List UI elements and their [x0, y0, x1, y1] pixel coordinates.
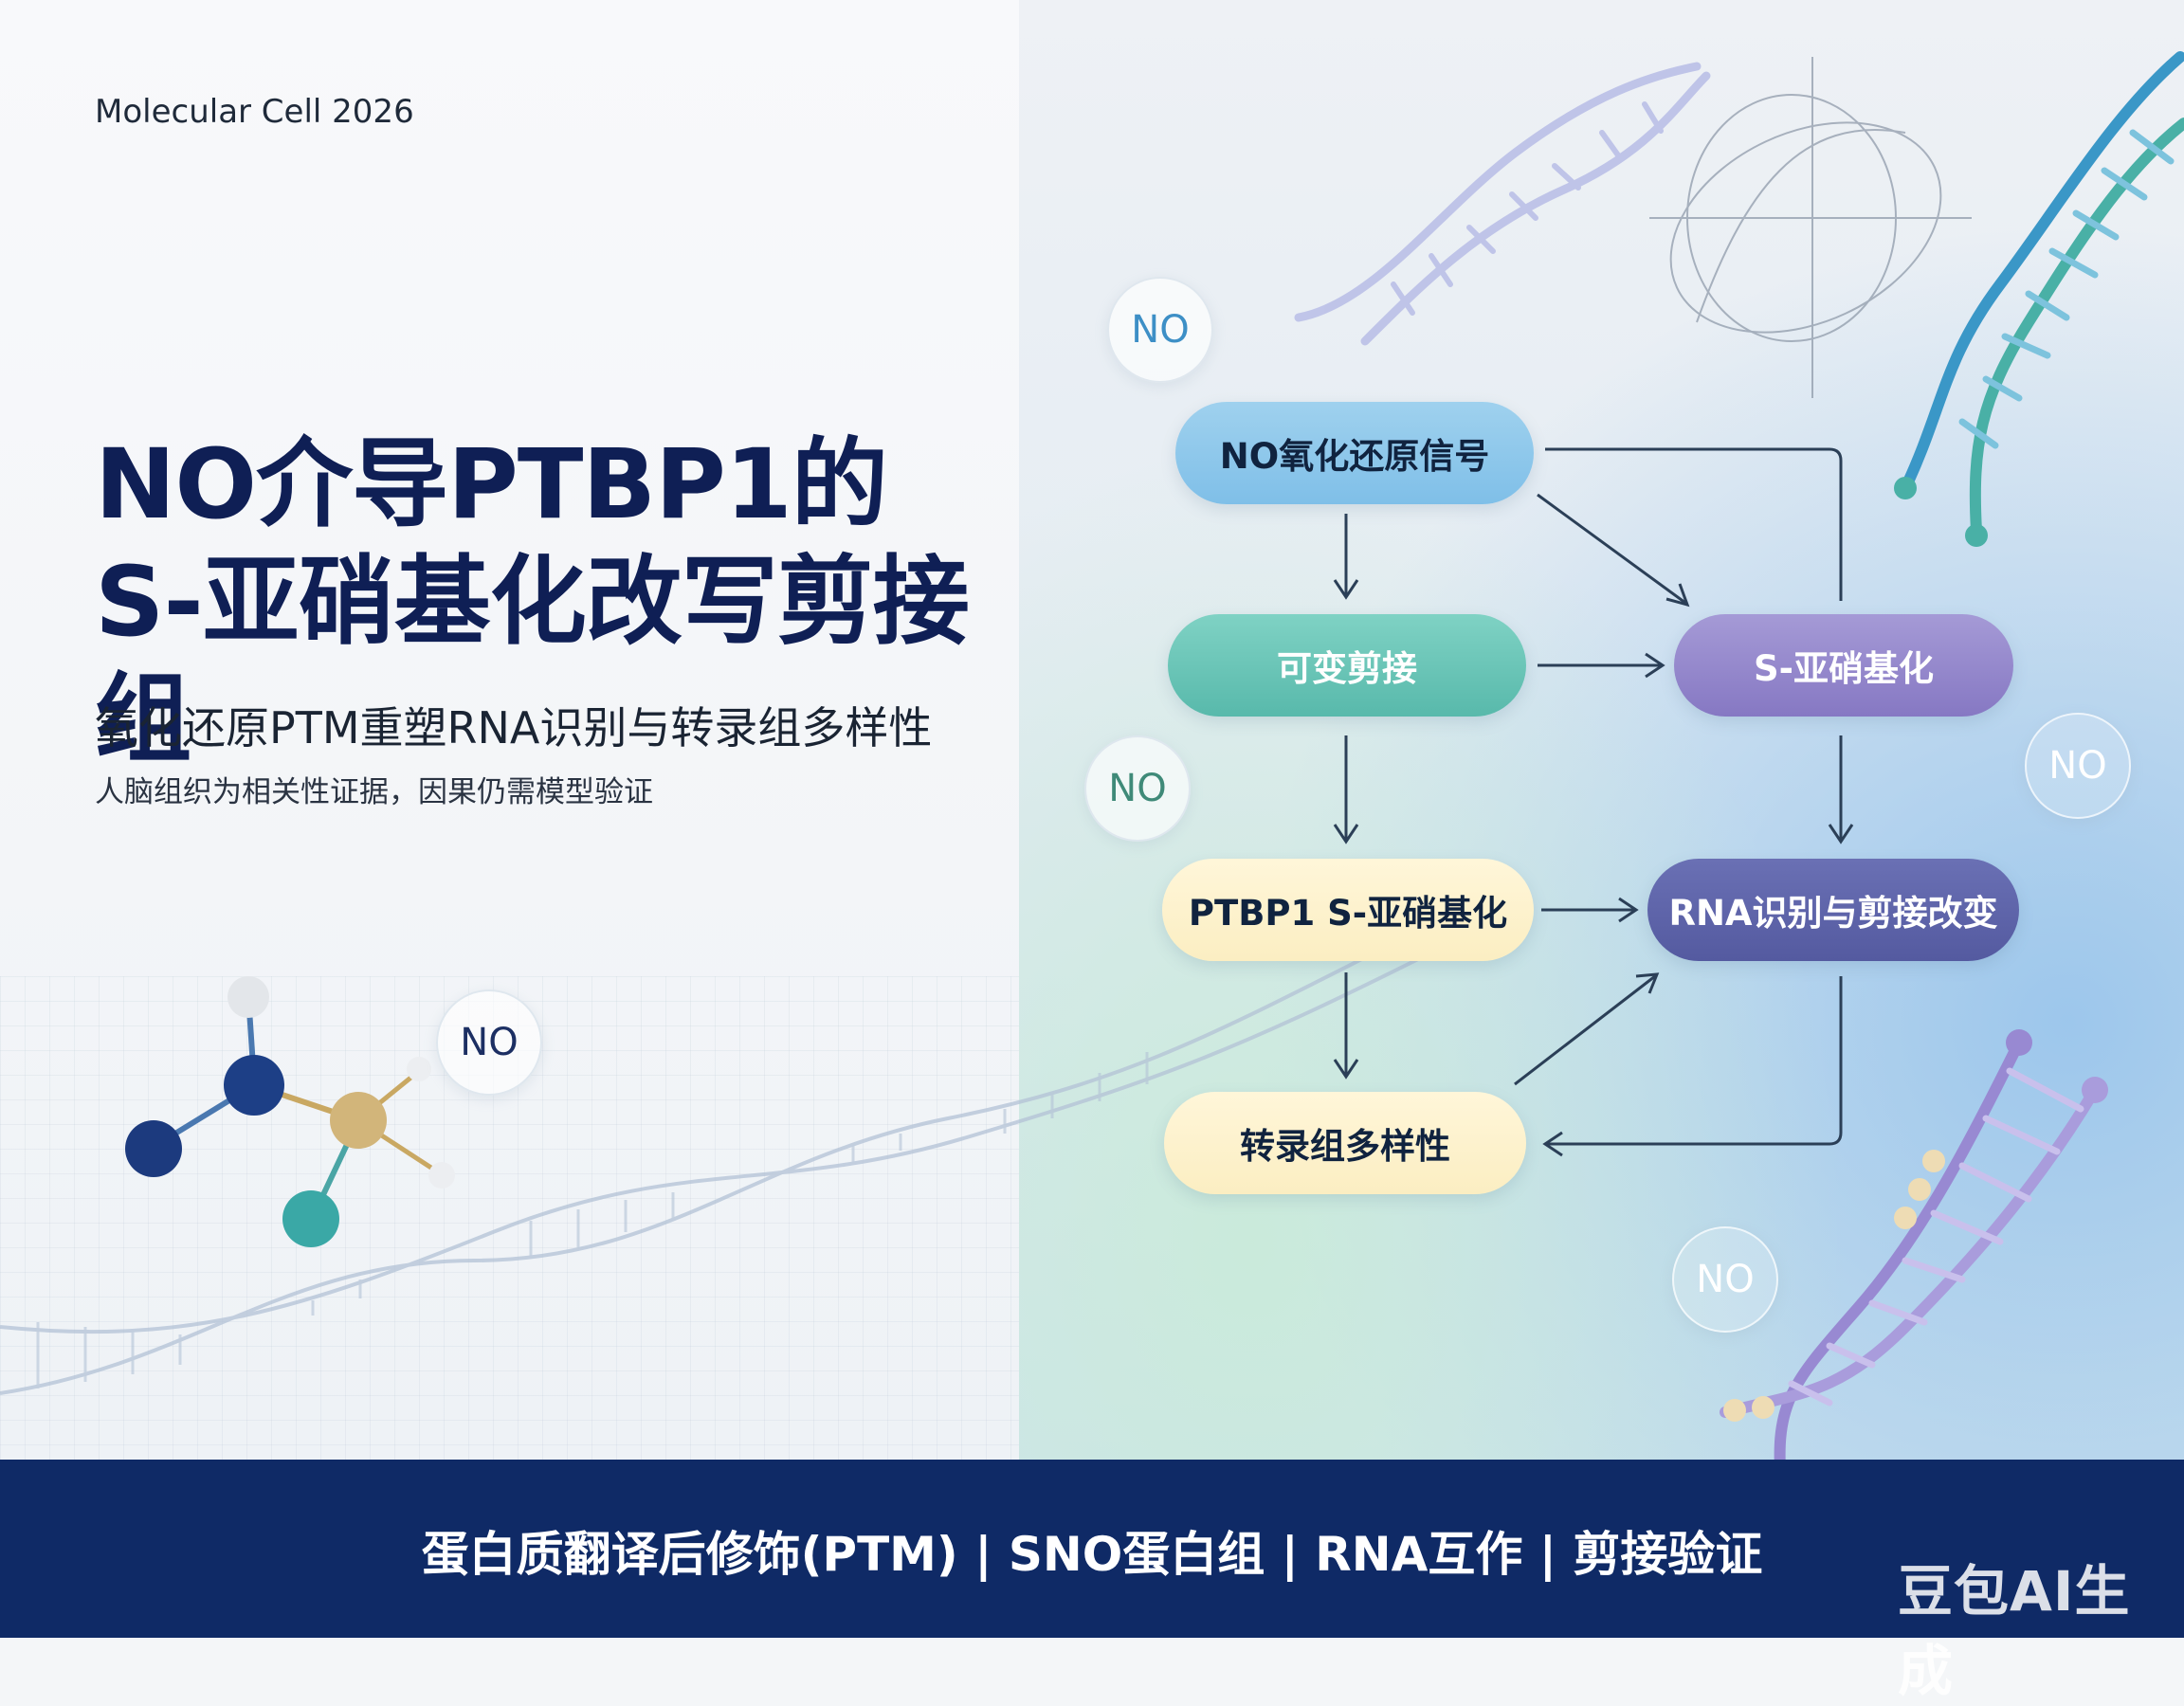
no-bubble: NO: [1107, 277, 1213, 383]
no-bubble: NO: [1084, 735, 1191, 842]
caveat-note: 人脑组织为相关性证据，因果仍需模型验证: [95, 775, 653, 809]
node-transcriptome-diversity: 转录组多样性: [1164, 1092, 1526, 1194]
footer-bar: [0, 1460, 2184, 1638]
node-rna-recognition-splicing-change: RNA识别与剪接改变: [1647, 859, 2019, 961]
subtitle: 氧化还原PTM重塑RNA识别与转录组多样性: [95, 702, 933, 753]
no-bubble: NO: [1672, 1226, 1778, 1333]
node-alternative-splicing: 可变剪接: [1168, 614, 1526, 717]
node-ptbp1-s-nitrosylation: PTBP1 S-亚硝基化: [1162, 859, 1534, 961]
flow-arrows: [1333, 447, 1854, 1157]
purple-dna-helix-icon: [1720, 1029, 2108, 1460]
right-panel-background: [1019, 0, 2184, 1460]
footer-keywords: 蛋白质翻译后修饰(PTM) | SNO蛋白组 | RNA互作 | 剪接验证: [421, 1527, 1763, 1582]
venue-label: Molecular Cell 2026: [95, 93, 414, 131]
decorative-graphics: [0, 51, 2184, 1460]
node-s-nitrosylation: S-亚硝基化: [1674, 614, 2013, 717]
page-title: NO介导PTBP1的S-亚硝基化改写剪接组: [95, 428, 970, 776]
ai-watermark: 豆包AI生成: [1898, 1559, 2131, 1703]
blue-dna-helix-icon: [1894, 51, 2184, 547]
sketch-plot-icon: [1649, 57, 1972, 398]
faint-dna-helix-icon: [0, 927, 1423, 1395]
left-panel-background: [0, 0, 1019, 1460]
node-no-redox-signal: NO氧化还原信号: [1175, 402, 1534, 504]
no-bubble: NO: [2025, 713, 2131, 819]
molecule-icon: [125, 976, 455, 1247]
no-bubble: NO: [436, 989, 542, 1096]
faint-purple-dna-icon: [1294, 62, 1711, 346]
